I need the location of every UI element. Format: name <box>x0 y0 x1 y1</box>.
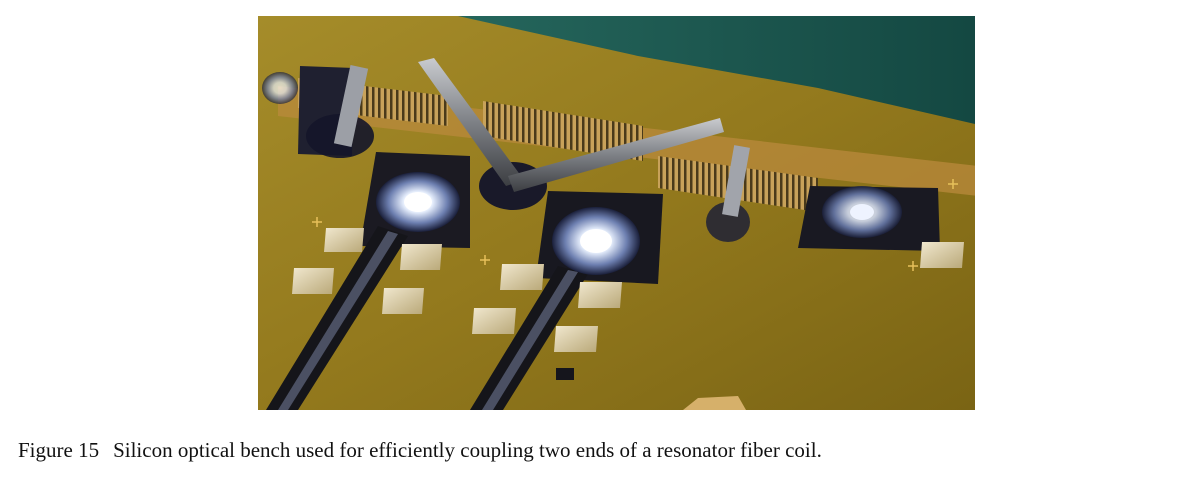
figure-caption: Figure 15 Silicon optical bench used for … <box>18 436 1178 464</box>
glowing-lenses <box>262 72 902 275</box>
resonator-fiber-ends <box>418 58 724 192</box>
bottom-wire-bond <box>683 396 746 410</box>
bonding-pads <box>292 228 964 352</box>
debris-particle <box>556 368 574 380</box>
alignment-marks <box>312 179 958 271</box>
figure-photo <box>258 16 975 410</box>
caption-text: Silicon optical bench used for efficient… <box>113 438 822 462</box>
v-grooves <box>266 226 588 410</box>
optical-bench-image <box>258 16 975 410</box>
figure-number: Figure 15 <box>18 438 100 462</box>
